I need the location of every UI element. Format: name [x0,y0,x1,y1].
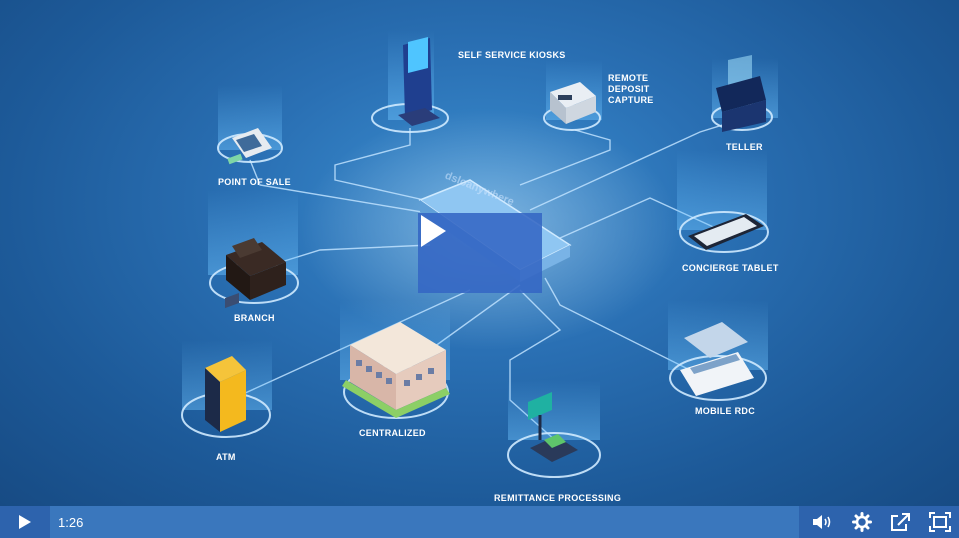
fullscreen-button[interactable] [920,506,959,538]
label-self-service-kiosks: SELF SERVICE KIOSKS [458,50,566,60]
gear-icon [851,512,872,532]
label-remittance-processing: REMITTANCE PROCESSING [494,493,622,503]
right-controls [799,506,959,538]
fullscreen-icon [928,512,951,532]
share-button[interactable] [881,506,920,538]
network-illustration [181,30,778,478]
label-capture: CAPTURE [608,95,654,105]
label-deposit: DEPOSIT [608,84,650,94]
label-mobile-rdc: MOBILE RDC [695,406,755,416]
label-teller: TELLER [726,142,763,152]
label-atm: ATM [216,452,236,462]
label-centralized: CENTRALIZED [359,428,426,438]
label-concierge-tablet: CONCIERGE TABLET [682,263,779,273]
tablet-illustration [688,214,764,250]
label-remote: REMOTE [608,73,649,83]
label-branch: BRANCH [234,313,275,323]
share-icon [890,513,910,531]
label-remote-deposit-capture: REMOTE DEPOSIT CAPTURE [608,73,654,106]
video-frame[interactable]: dsloanywhere SELF SERVICE KIOSKS REMOTE … [0,0,959,506]
pos-illustration [227,128,272,165]
big-play-button[interactable] [418,213,542,293]
play-icon [421,215,446,247]
volume-icon [812,515,830,529]
play-button[interactable] [0,506,50,538]
kiosk-illustration [398,37,440,126]
play-icon [19,515,31,529]
branch-illustration [226,238,286,300]
volume-button[interactable] [803,506,842,538]
label-point-of-sale: POINT OF SALE [218,177,291,187]
check-illustration [680,322,754,396]
cash-counter-illustration [550,82,596,124]
building-illustration [342,322,450,418]
control-bar: 1:26 [0,506,959,538]
atm-illustration [205,293,246,432]
remittance-illustration [528,392,578,462]
teller-illustration [716,55,766,132]
settings-button[interactable] [842,506,881,538]
time-display: 1:26 [58,514,84,530]
